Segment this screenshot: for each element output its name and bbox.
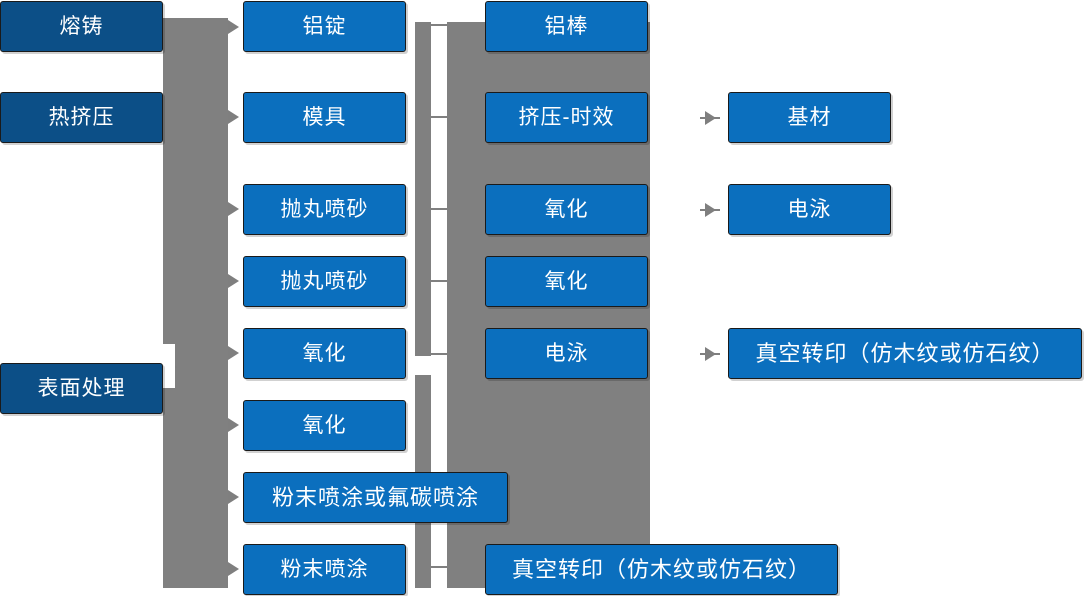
arrow-to-c2-5 <box>228 418 239 432</box>
arrow-to-c4-1 <box>705 203 716 217</box>
process-label-anodize-3: 氧化 <box>544 198 589 221</box>
connector-tick-0 <box>431 24 449 26</box>
connector-tick-1 <box>431 116 449 118</box>
process-box-anodize-1[interactable]: 氧化 <box>243 328 406 379</box>
arrow-to-c2-7 <box>228 562 239 576</box>
process-box-extrusion-aging[interactable]: 挤压-时效 <box>485 92 648 143</box>
connector-tick-4 <box>431 353 449 355</box>
process-label-mold: 模具 <box>302 106 347 129</box>
stage-label-surface-treatment: 表面处理 <box>37 377 126 400</box>
connector-tick-3 <box>431 280 449 282</box>
process-box-vacuum-transfer-1[interactable]: 真空转印（仿木纹或仿石纹） <box>485 544 838 595</box>
stage-box-surface-treatment[interactable]: 表面处理 <box>0 363 163 414</box>
connector-rail-left-upper <box>415 22 431 356</box>
connector-tick-5 <box>431 566 449 568</box>
connector-white-notch <box>163 344 175 388</box>
process-label-anodize-4: 氧化 <box>544 270 589 293</box>
process-label-vacuum-transfer-1: 真空转印（仿木纹或仿石纹） <box>511 556 811 582</box>
process-box-mold[interactable]: 模具 <box>243 92 406 143</box>
arrow-to-c2-3 <box>228 274 239 288</box>
process-label-electrophoresis-1: 电泳 <box>544 342 589 365</box>
process-label-ingot: 铝锭 <box>302 15 347 38</box>
process-label-anodize-2: 氧化 <box>302 414 347 437</box>
output-label-substrate: 基材 <box>787 106 832 129</box>
process-label-shotblast-1: 抛丸喷砂 <box>280 198 369 221</box>
process-box-anodize-3[interactable]: 氧化 <box>485 184 648 235</box>
process-box-powder-coating[interactable]: 粉末喷涂 <box>243 544 406 595</box>
process-box-powder-or-pvdf-coating[interactable]: 粉末喷涂或氟碳喷涂 <box>243 472 508 523</box>
arrow-to-c2-2 <box>228 202 239 216</box>
process-label-powder-or-pvdf-coating: 粉末喷涂或氟碳喷涂 <box>271 484 479 510</box>
arrow-to-c2-0 <box>228 20 239 34</box>
output-box-electrophoresis[interactable]: 电泳 <box>728 184 891 235</box>
stage-box-melting[interactable]: 熔铸 <box>0 1 163 52</box>
arrow-to-c4-0 <box>705 111 716 125</box>
process-box-aluminium-bar[interactable]: 铝棒 <box>485 1 648 52</box>
output-label-electrophoresis: 电泳 <box>787 198 832 221</box>
arrow-to-c4-2 <box>705 347 716 361</box>
process-box-ingot[interactable]: 铝锭 <box>243 1 406 52</box>
output-label-vacuum-transfer: 真空转印（仿木纹或仿石纹） <box>755 340 1055 366</box>
stage-label-extrusion: 热挤压 <box>48 106 115 129</box>
process-box-anodize-2[interactable]: 氧化 <box>243 400 406 451</box>
connector-stage-to-column2 <box>163 18 228 588</box>
process-label-extrusion-aging: 挤压-时效 <box>518 106 615 129</box>
process-box-shotblast-2[interactable]: 抛丸喷砂 <box>243 256 406 307</box>
process-label-anodize-1: 氧化 <box>302 342 347 365</box>
arrow-to-c2-4 <box>228 346 239 360</box>
connector-tick-2 <box>431 208 449 210</box>
output-box-substrate[interactable]: 基材 <box>728 92 891 143</box>
process-label-aluminium-bar: 铝棒 <box>544 15 589 38</box>
stage-label-melting: 熔铸 <box>59 15 104 38</box>
arrow-to-c2-1 <box>228 110 239 124</box>
output-box-vacuum-transfer[interactable]: 真空转印（仿木纹或仿石纹） <box>728 328 1082 379</box>
process-label-powder-coating: 粉末喷涂 <box>280 558 369 581</box>
arrow-to-c2-6 <box>228 490 239 504</box>
stage-box-extrusion[interactable]: 热挤压 <box>0 92 163 143</box>
process-box-shotblast-1[interactable]: 抛丸喷砂 <box>243 184 406 235</box>
process-label-shotblast-2: 抛丸喷砂 <box>280 270 369 293</box>
process-box-anodize-4[interactable]: 氧化 <box>485 256 648 307</box>
process-box-electrophoresis-1[interactable]: 电泳 <box>485 328 648 379</box>
